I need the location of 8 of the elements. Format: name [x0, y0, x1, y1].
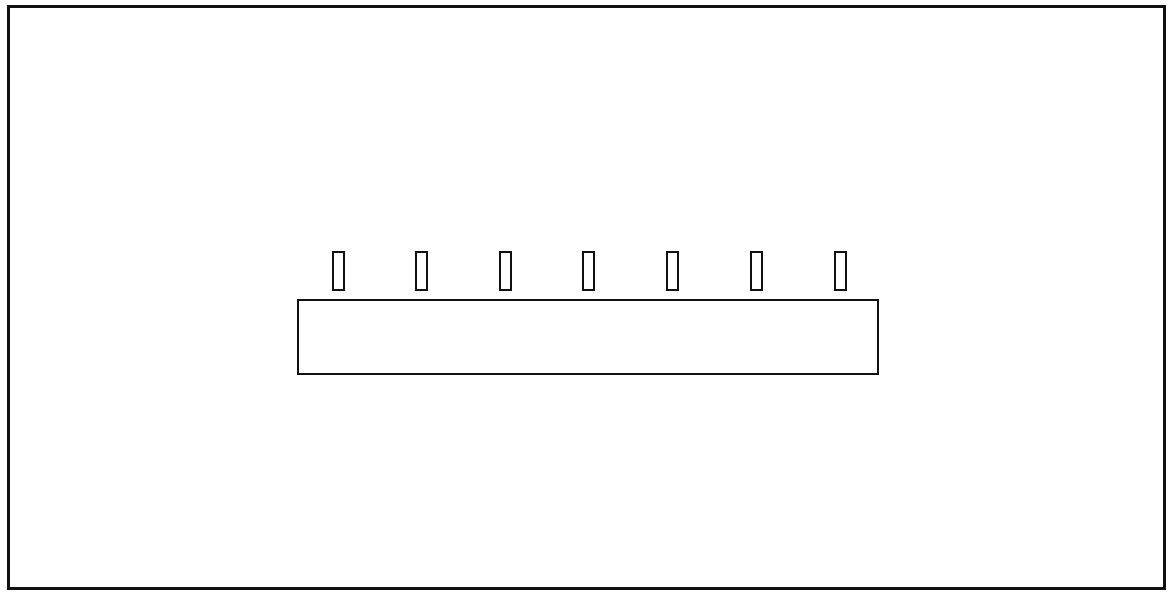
long-bar: [297, 299, 879, 375]
small-box: [499, 251, 512, 291]
small-box: [666, 251, 679, 291]
small-box: [415, 251, 428, 291]
small-box: [750, 251, 763, 291]
small-box: [582, 251, 595, 291]
small-box: [332, 251, 345, 291]
small-box: [834, 251, 847, 291]
